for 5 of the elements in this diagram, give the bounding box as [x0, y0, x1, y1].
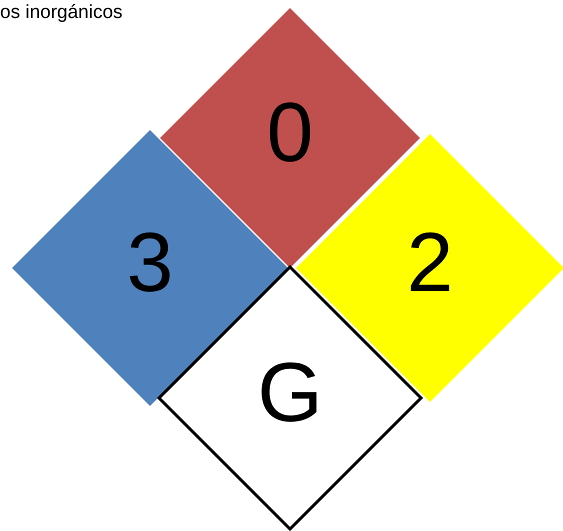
heading-text: os inorgánicos: [0, 2, 123, 24]
hazard-rating: 3: [126, 220, 174, 304]
hazard-rating: G: [257, 350, 323, 434]
hazard-rating: 0: [266, 90, 314, 174]
hazard-rating: 2: [406, 220, 454, 304]
